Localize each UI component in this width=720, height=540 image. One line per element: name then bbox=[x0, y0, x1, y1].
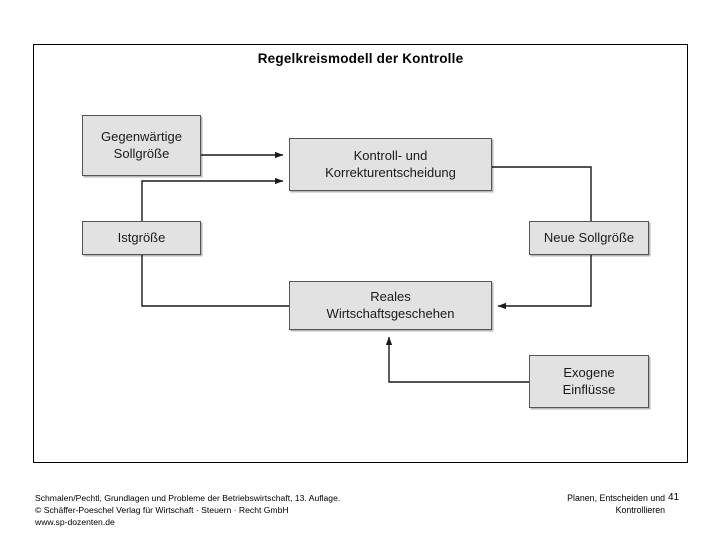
node-exogene-einfluesse[interactable]: Exogene Einflüsse bbox=[529, 355, 649, 408]
page-number: 41 bbox=[668, 492, 680, 503]
footer-source-credit: Schmalen/Pechtl, Grundlagen und Probleme… bbox=[35, 493, 341, 528]
footer-chapter-title: Planen, Entscheiden und Kontrollieren bbox=[567, 493, 665, 516]
node-neue-sollgroesse[interactable]: Neue Sollgröße bbox=[529, 221, 649, 255]
node-reales-wirtschaftsgeschehen[interactable]: Reales Wirtschaftsgeschehen bbox=[289, 281, 492, 330]
node-gegenwaertige-sollgroesse[interactable]: Gegenwärtige Sollgröße bbox=[82, 115, 201, 176]
edge-exogene-to-reales bbox=[385, 336, 529, 383]
page-title: Regelkreismodell der Kontrolle bbox=[257, 51, 464, 66]
node-kontroll-und-korrekturentscheidung[interactable]: Kontroll- und Korrekturentscheidung bbox=[289, 138, 492, 191]
node-istgroesse[interactable]: Istgröße bbox=[82, 221, 201, 255]
